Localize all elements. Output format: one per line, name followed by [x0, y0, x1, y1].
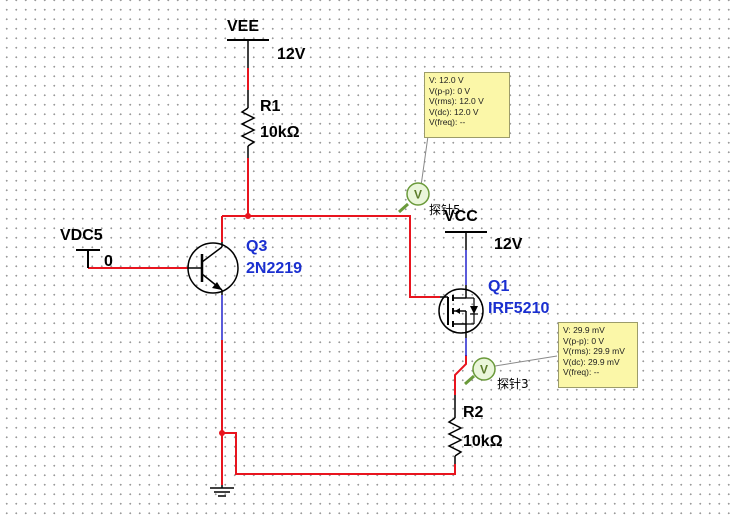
probe3-leader [494, 355, 558, 367]
probe5-tip [398, 202, 409, 214]
probe5-icon[interactable]: V [406, 182, 430, 206]
vdc5-source[interactable] [76, 249, 100, 268]
blue-wires [221, 250, 467, 356]
probe3-icon[interactable]: V [472, 357, 496, 381]
resistor-r2[interactable] [447, 395, 463, 464]
probe3-reading-v: V: 29.9 mV [563, 325, 605, 335]
ground-symbol[interactable] [210, 485, 234, 497]
probe5-name: 探针5 [429, 202, 461, 217]
vee-label: VEE [227, 18, 259, 35]
probe3-readout: V: 29.9 mV V(p-p): 0 V V(rms): 29.9 mV V… [558, 322, 638, 388]
q1-label: Q1 [488, 278, 509, 295]
probe5-reading-vfreq: V(freq): -- [429, 117, 466, 128]
resistor-r1[interactable] [240, 90, 256, 158]
r1-value: 10kΩ [260, 124, 300, 141]
transistor-q3[interactable] [187, 242, 239, 295]
probe3-reading-vdc: V(dc): 29.9 mV [563, 356, 620, 367]
vdc5-label: VDC5 [60, 227, 103, 244]
probe3-symbol: V [480, 363, 488, 377]
wire-r1-to-q1-gate[interactable] [247, 158, 440, 298]
vcc-source[interactable] [445, 231, 487, 250]
vcc-label: VCC [444, 208, 478, 225]
vdc5-value: 0 [104, 253, 113, 270]
junction-dot [219, 430, 225, 436]
junction-dot [245, 213, 251, 219]
vee-source[interactable] [227, 39, 269, 68]
probe5-reading-v: V: 12.0 V [429, 75, 464, 85]
probe5-readout: V: 12.0 V V(p-p): 0 V V(rms): 12.0 V V(d… [424, 72, 510, 138]
q3-model: 2N2219 [246, 260, 302, 277]
probe3-tip [464, 374, 475, 386]
probe3-reading-vfreq: V(freq): -- [563, 367, 600, 378]
q1-model: IRF5210 [488, 300, 549, 317]
r1-label: R1 [260, 98, 281, 115]
probe3-reading-vrms: V(rms): 29.9 mV [563, 346, 625, 357]
wire-ground-to-r2[interactable] [222, 432, 456, 475]
vcc-voltage: 12V [494, 236, 523, 253]
probe5-reading-vpp: V(p-p): 0 V [429, 85, 471, 96]
probe3-reading-vpp: V(p-p): 0 V [563, 335, 605, 346]
probe5-reading-vrms: V(rms): 12.0 V [429, 96, 484, 107]
probe5-symbol: V [414, 188, 422, 202]
r2-label: R2 [463, 404, 484, 421]
probe5-leader [420, 135, 429, 187]
vee-voltage: 12V [277, 46, 306, 63]
q3-label: Q3 [246, 238, 267, 255]
mosfet-q1[interactable] [438, 285, 484, 338]
wire-q1-to-r2[interactable] [454, 355, 467, 395]
probe5-reading-vdc: V(dc): 12.0 V [429, 106, 479, 117]
r2-value: 10kΩ [463, 433, 503, 450]
probe3-name: 探针3 [497, 376, 529, 391]
